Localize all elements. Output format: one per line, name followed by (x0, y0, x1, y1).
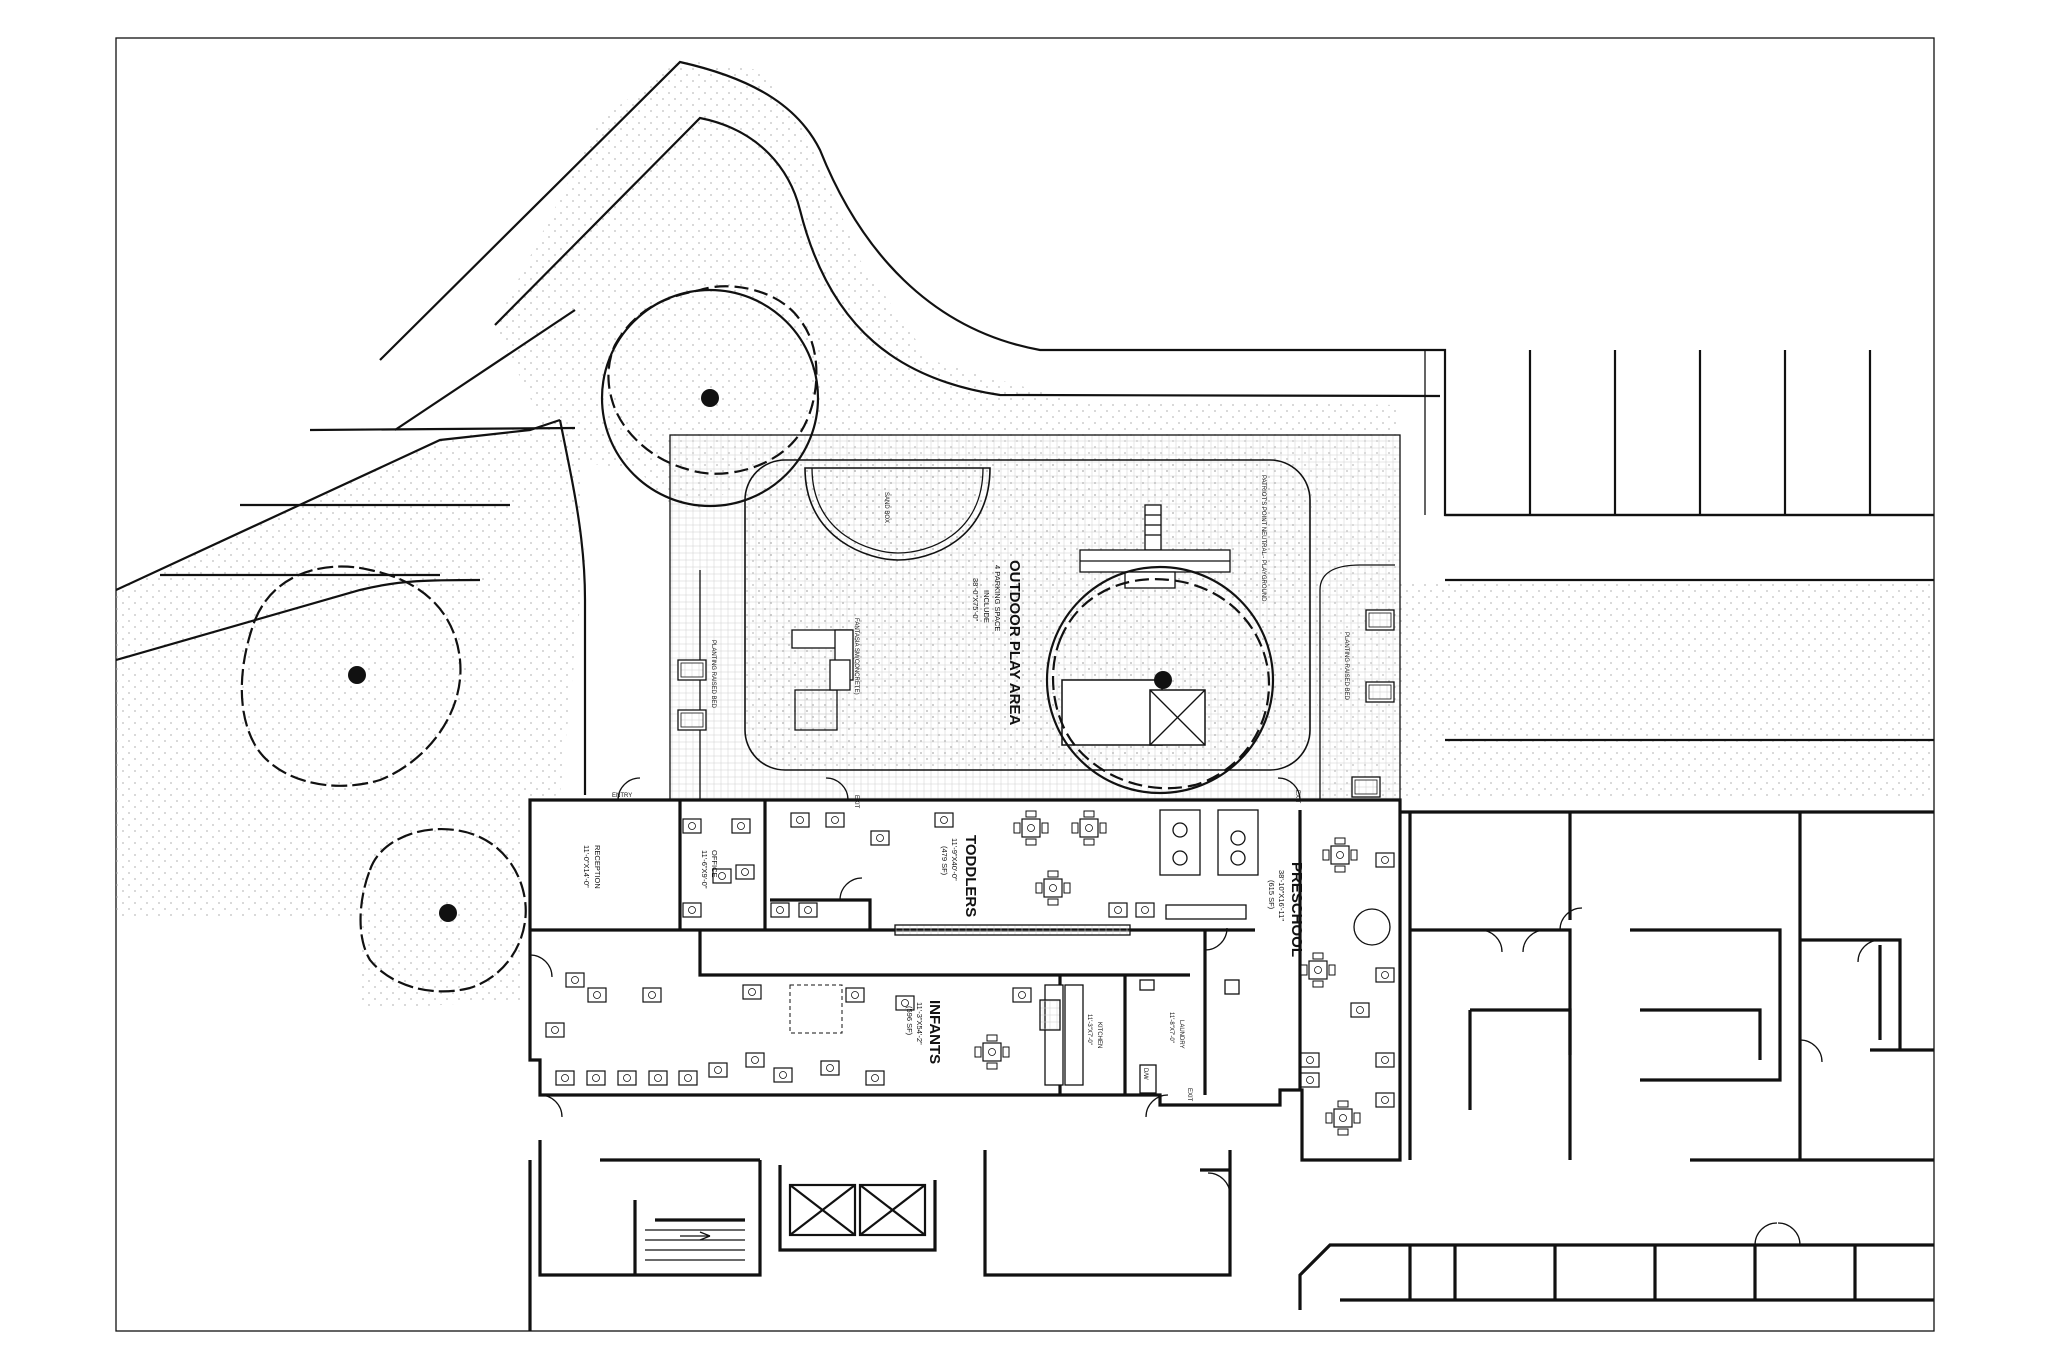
exit-label-1: EXIT (853, 795, 859, 809)
laundry-dims: 11'-8"X7'-0" (1168, 1012, 1174, 1043)
adjacent-building-walls (1400, 810, 1934, 1162)
patriots-point-label: PATRIOT'S POINT NEUTRAL - PLAYGROUND (1260, 475, 1266, 602)
road-edge-left (115, 418, 561, 591)
exit-label-3: EXIT (1186, 1088, 1192, 1102)
infants-dims: 11'-3"X54'-2" (915, 1002, 924, 1045)
elevator-boxes (788, 1183, 927, 1237)
landscape-left-hatch (116, 420, 585, 1010)
sand-box-label: SAND BOX (883, 492, 889, 523)
entry-label: ENTRY (612, 793, 632, 799)
infants-area: (596 SF) (905, 1006, 914, 1036)
kitchen-dims: 11'-3"X7'-0" (1086, 1014, 1092, 1045)
exit-label-2: EXIT (1294, 790, 1300, 804)
lower-doors (1207, 1172, 1801, 1246)
landscape-center-hatch (495, 60, 1400, 800)
outdoor-play-area-label: OUTDOOR PLAY AREA (1006, 560, 1023, 725)
laundry-machine (1224, 979, 1240, 995)
road-edge-left3 (558, 419, 587, 795)
laundry-label: LAUNDRY (1178, 1020, 1184, 1049)
preschool-area: (615 SF) (1267, 880, 1276, 910)
toddlers-counter (894, 904, 1247, 936)
infants-label: INFANTS (926, 1000, 943, 1064)
preschool-label: PRESCHOOL (1288, 862, 1305, 957)
curb-line-inner (494, 116, 1441, 398)
infants-furniture (545, 972, 1032, 1086)
tree-1 (600, 285, 820, 508)
toddlers-area: (479 SF) (940, 846, 949, 876)
reception-label: RECEPTION (593, 845, 602, 889)
outdoor-parking-label: 4 PARKING SPACE (993, 565, 1002, 631)
landscape-right-hatch (1400, 580, 1934, 800)
door-swings (529, 777, 1301, 1118)
toddlers-dims: 11'-9"X40'-0" (950, 838, 959, 881)
reception-dims: 11'-0"X14'-0" (582, 845, 591, 888)
playground-structure (1061, 504, 1231, 746)
toddlers-toilets (1159, 809, 1259, 876)
kitchen-fixtures (1039, 979, 1157, 1094)
toddlers-label: TODDLERS (962, 835, 979, 917)
planting-bed-right-label: PLANTING RAISED BED (1343, 632, 1349, 701)
infants-play-mat (789, 984, 843, 1034)
planting-bed-left-label: PLANTING RAISED BED (710, 640, 716, 709)
tree-2 (240, 565, 462, 787)
fantasia-label: FANTASIA SM(CONCRETE) (853, 618, 859, 695)
parking-stripes-left (160, 309, 576, 577)
tree-3 (359, 828, 527, 993)
daycare-exterior-wall (528, 798, 1402, 1162)
office-label: OFFICE (710, 850, 719, 878)
office-dims: 11'-6"X9'-0" (700, 850, 709, 889)
kitchen-label: KITCHEN (1096, 1022, 1102, 1048)
adjacent-building-doors (1479, 907, 1881, 1063)
parking-stripes-right (1445, 350, 1934, 742)
outdoor-dims-label: 38'-0"X75'-0" (971, 578, 980, 622)
lower-building-walls (528, 1140, 1934, 1331)
dw-label: D/W (1142, 1068, 1148, 1080)
preschool-dims: 38'-10"X16'-11" (1277, 870, 1286, 921)
outdoor-include-label: INCLUDE (982, 590, 991, 623)
curb-line-upper (379, 60, 1934, 517)
stair-lines (645, 1229, 745, 1261)
road-edge-left2 (115, 578, 481, 662)
tree-4 (1045, 565, 1275, 795)
sand-box (804, 467, 991, 561)
fantasia-structure (791, 629, 854, 731)
preschool-round-table (1353, 908, 1391, 946)
preschool-furniture (1300, 837, 1395, 1136)
